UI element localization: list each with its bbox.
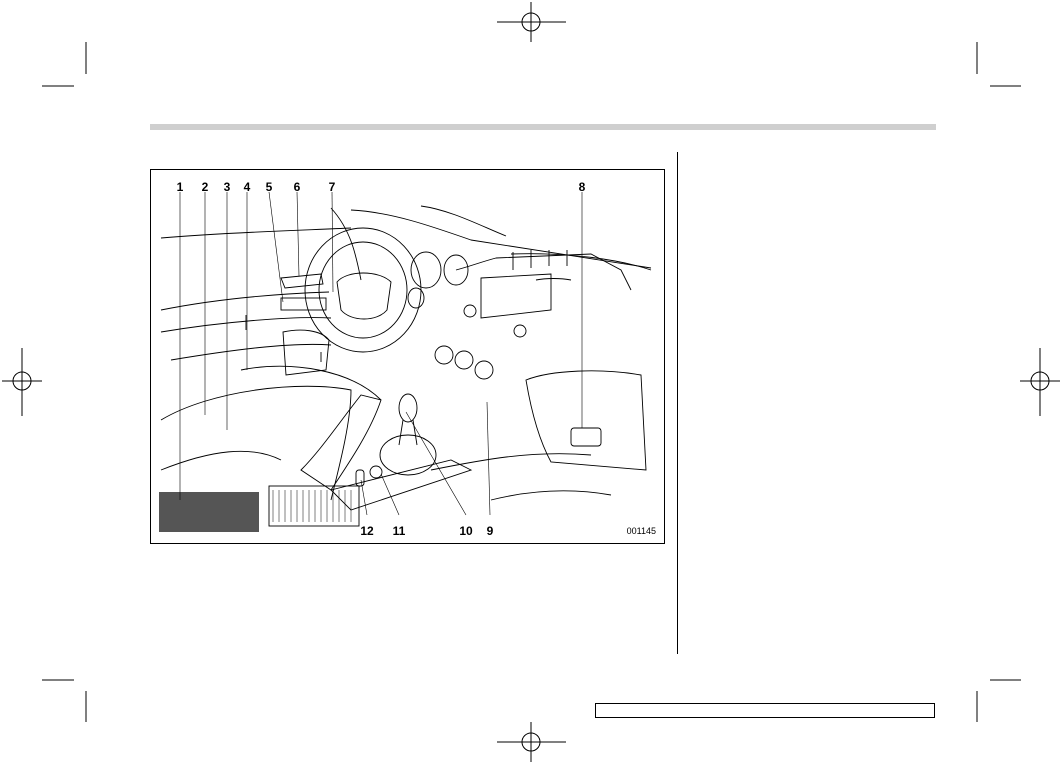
registration-mark-bottom	[497, 722, 566, 762]
column-divider	[677, 152, 678, 654]
callout-4: 4	[243, 180, 251, 194]
callout-6: 6	[293, 180, 301, 194]
corner-crop-marks	[42, 42, 1021, 722]
callout-9: 9	[486, 524, 494, 538]
registration-mark-top	[497, 2, 566, 42]
callout-2: 2	[201, 180, 209, 194]
car-interior-drawing	[159, 191, 652, 532]
callout-5: 5	[265, 180, 273, 194]
interior-illustration: 1 2 3 4 5 6 7 8 9 10 11 12 001145	[150, 169, 665, 544]
header-bar	[150, 124, 936, 130]
callout-11: 11	[392, 524, 406, 538]
callout-7: 7	[328, 180, 336, 194]
figure-id: 001145	[626, 526, 656, 536]
callout-8: 8	[578, 180, 586, 194]
callout-12: 12	[360, 524, 374, 538]
registration-mark-right	[1020, 348, 1060, 416]
footer-page-box	[595, 703, 935, 718]
callout-3: 3	[223, 180, 231, 194]
callout-10: 10	[459, 524, 473, 538]
registration-mark-left	[2, 348, 42, 416]
callout-1: 1	[176, 180, 184, 194]
